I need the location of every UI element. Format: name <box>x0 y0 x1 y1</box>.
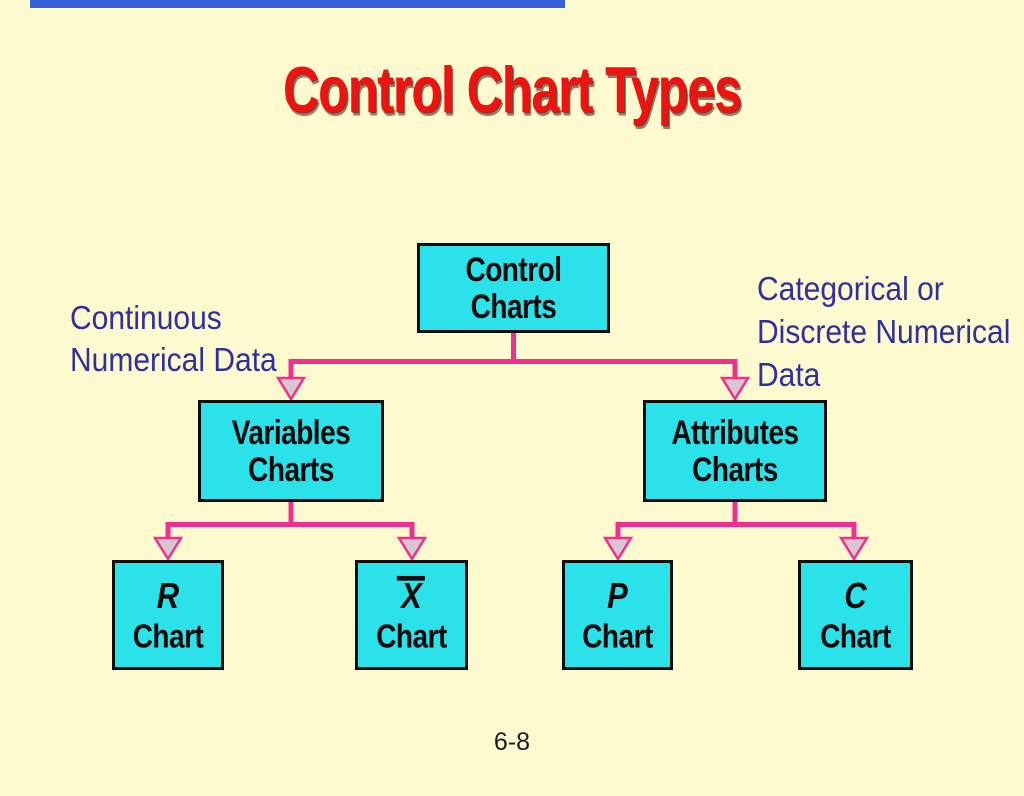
c-chart-symbol-text: C <box>844 574 867 617</box>
title-wrap: Control Chart Types <box>0 52 1024 126</box>
xbar-overbar <box>396 575 425 581</box>
node-control-line2: Charts <box>470 287 557 326</box>
right-annotation-line1: Categorical or <box>757 271 944 308</box>
node-attributes-line1: Attributes <box>671 413 799 452</box>
node-control-line1: Control <box>465 250 562 289</box>
page-number: 6-8 <box>493 728 531 756</box>
r-chart-symbol: R <box>157 571 179 621</box>
connector-level1-rail <box>288 359 738 381</box>
right-annotation-line2: Discrete Numerical <box>757 314 1011 351</box>
c-chart-label: Chart <box>820 618 891 655</box>
r-chart-label: Chart <box>132 618 204 655</box>
node-attributes-charts: Attributes Charts <box>643 400 827 502</box>
node-xbar-chart: X Chart <box>355 560 468 670</box>
c-chart-symbol: C <box>844 571 866 621</box>
xbar-chart-symbol-text: X <box>401 574 422 617</box>
arrowhead-xbar-chart <box>396 536 428 562</box>
arrowhead-attributes <box>719 376 751 402</box>
p-chart-symbol-text: P <box>607 574 628 617</box>
node-p-chart: P Chart <box>562 560 673 670</box>
node-variables-line2: Charts <box>248 450 334 489</box>
node-c-chart: C Chart <box>798 560 913 670</box>
left-annotation-line2: Numerical Data <box>70 342 277 379</box>
node-r-chart: R Chart <box>112 560 224 670</box>
p-chart-symbol: P <box>607 571 628 621</box>
arrowhead-p-chart <box>602 536 634 562</box>
node-control-charts: Control Charts <box>417 243 610 333</box>
node-variables-charts: Variables Charts <box>198 400 384 502</box>
right-annotation-line3: Data <box>757 357 821 394</box>
xbar-chart-symbol: X <box>396 571 425 621</box>
left-annotation-line1: Continuous <box>70 300 222 337</box>
connector-attributes-rail <box>615 522 857 541</box>
arrowhead-c-chart <box>838 536 870 562</box>
top-accent-bar <box>30 0 565 8</box>
arrowhead-r-chart <box>152 536 184 562</box>
arrowhead-variables <box>275 376 307 402</box>
p-chart-label: Chart <box>582 618 653 655</box>
left-branch-annotation: Continuous Numerical Data <box>70 296 277 380</box>
slide-title: Control Chart Types <box>283 53 742 127</box>
xbar-chart-label: Chart <box>376 618 447 655</box>
r-chart-symbol-text: R <box>156 574 180 617</box>
node-variables-line1: Variables <box>231 413 351 452</box>
node-attributes-line2: Charts <box>692 450 778 489</box>
right-branch-annotation: Categorical or Discrete Numerical Data <box>757 266 1010 395</box>
connector-variables-rail <box>165 522 415 541</box>
